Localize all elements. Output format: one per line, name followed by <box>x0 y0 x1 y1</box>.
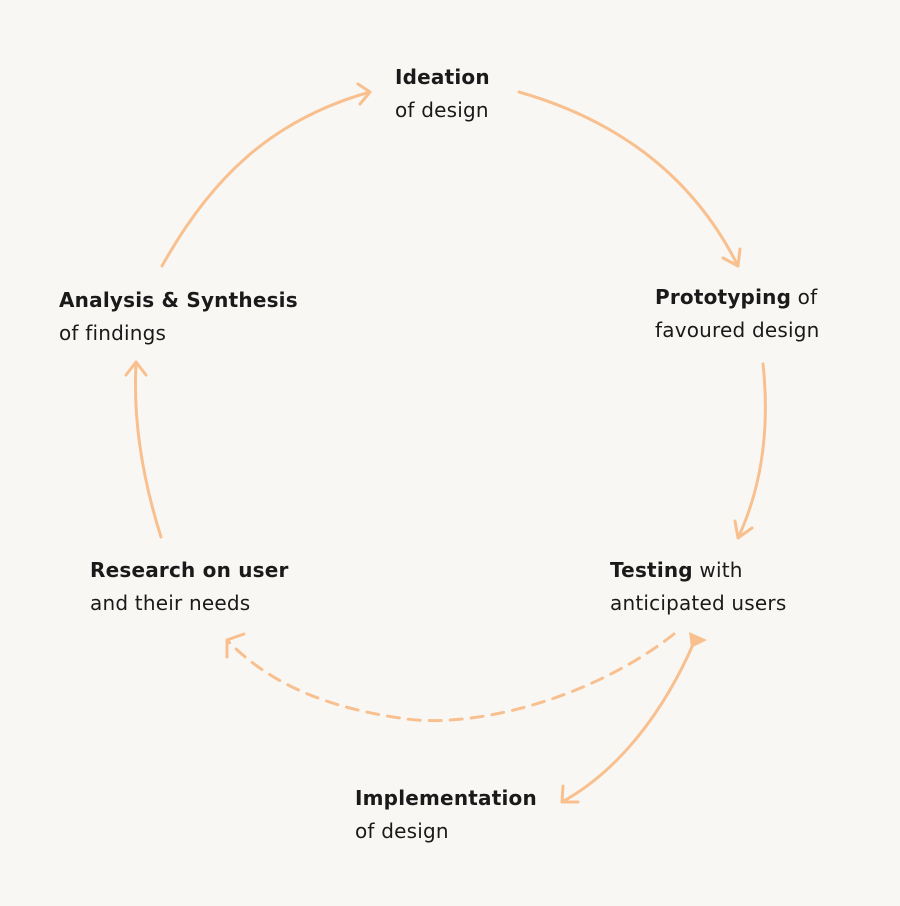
node-research-title-line: Research on user <box>90 554 289 587</box>
node-prototyping-title: Prototyping <box>655 285 792 309</box>
arrowhead-testing-filled <box>689 632 707 648</box>
node-testing-title: Testing <box>610 558 693 582</box>
node-analysis: Analysis & Synthesis of findings <box>59 284 298 350</box>
node-research-subtitle: and their needs <box>90 591 251 615</box>
node-ideation-title-line: Ideation <box>395 61 490 94</box>
node-testing-title-rest: with <box>692 558 743 582</box>
arrowhead-testing <box>733 519 754 540</box>
node-testing-subtitle: anticipated users <box>610 591 787 615</box>
node-ideation: Ideation of design <box>395 61 490 127</box>
node-prototyping-subtitle: favoured design <box>655 318 820 342</box>
arrow-testing-to-research-dashed <box>225 632 676 723</box>
node-implementation-title: Implementation <box>355 786 537 810</box>
node-analysis-subtitle: of findings <box>59 321 167 345</box>
node-implementation-subtitle: of design <box>355 819 449 843</box>
arrow-prototyping-to-testing <box>736 362 767 540</box>
arrowhead-implementation <box>560 784 580 804</box>
node-analysis-title-line: Analysis & Synthesis <box>59 284 298 317</box>
arrow-analysis-to-ideation <box>160 90 372 268</box>
arrowhead-research <box>225 632 246 659</box>
node-ideation-title: Ideation <box>395 65 490 89</box>
arrow-testing-to-implementation <box>560 638 697 804</box>
node-prototyping: Prototyping of favoured design <box>655 281 820 347</box>
node-implementation: Implementation of design <box>355 782 537 848</box>
node-ideation-subtitle: of design <box>395 98 489 122</box>
arrow-ideation-to-prototyping <box>517 90 740 268</box>
node-implementation-title-line: Implementation <box>355 782 537 815</box>
arrow-research-to-analysis <box>133 362 163 539</box>
node-research-title: Research on user <box>90 558 289 582</box>
node-prototyping-title-rest: of <box>791 285 818 309</box>
node-research: Research on user and their needs <box>90 554 289 620</box>
arrowhead-ideation <box>356 82 372 106</box>
node-analysis-title: Analysis & Synthesis <box>59 288 298 312</box>
arrowhead-prototyping <box>721 247 742 268</box>
node-testing-title-line: Testing with <box>610 554 786 587</box>
arrowhead-analysis <box>124 360 148 377</box>
node-testing: Testing with anticipated users <box>610 554 786 620</box>
node-prototyping-title-line: Prototyping of <box>655 281 820 314</box>
